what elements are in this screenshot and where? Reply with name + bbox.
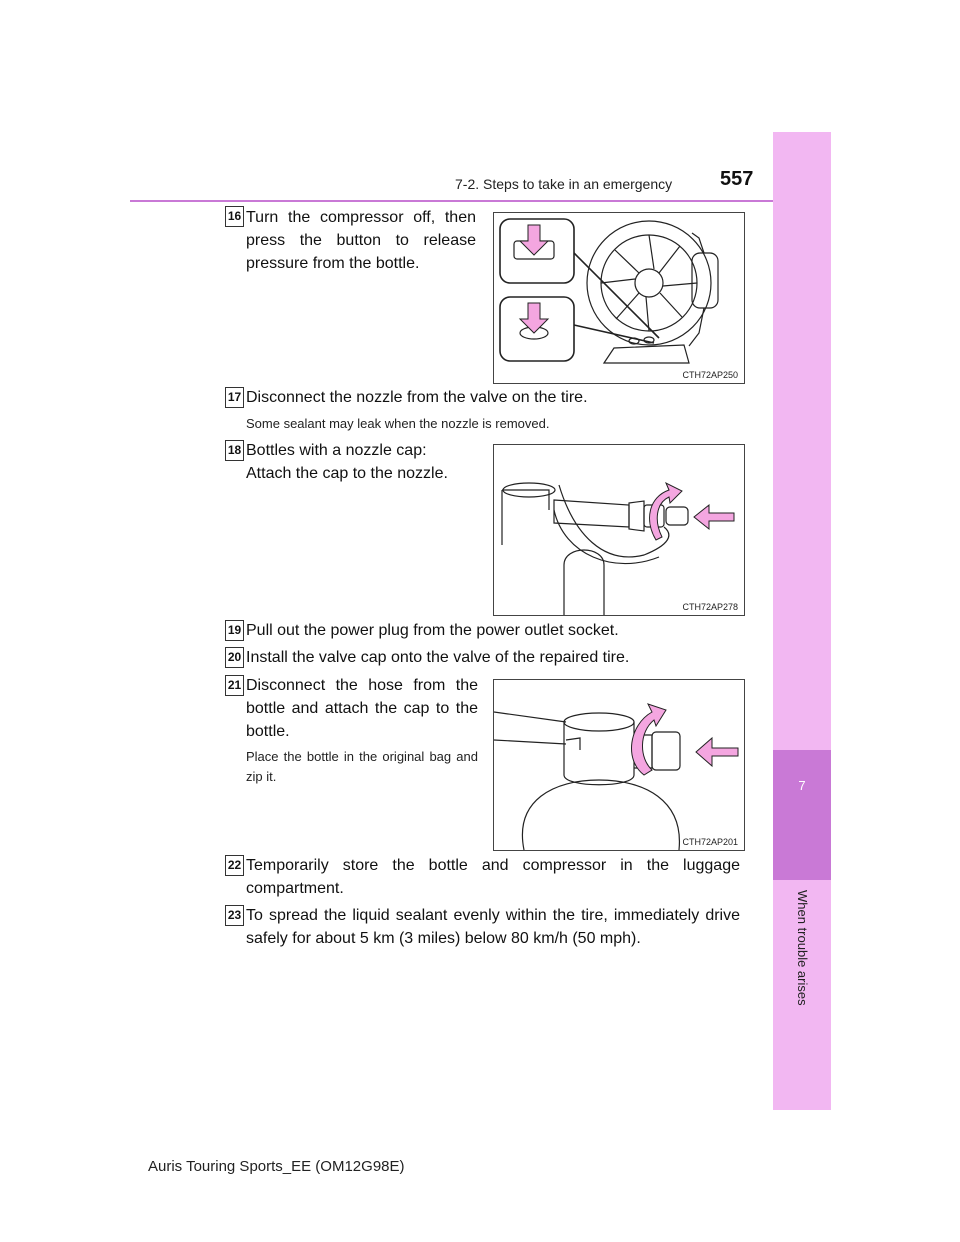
step-number-18: 18 xyxy=(225,440,244,461)
step-number-21: 21 xyxy=(225,675,244,696)
chapter-number: 7 xyxy=(798,778,806,793)
step-number-22: 22 xyxy=(225,855,244,876)
figure-code: CTH72AP201 xyxy=(682,837,738,847)
step-text-19: Pull out the power plug from the power o… xyxy=(246,622,619,639)
bottle-illustration xyxy=(493,703,739,851)
step-note-17: Some sealant may leak when the nozzle is… xyxy=(246,416,550,431)
press-arrow-upper xyxy=(518,224,550,256)
step-number-23: 23 xyxy=(225,905,244,926)
step-text-17: Disconnect the nozzle from the valve on … xyxy=(246,389,588,406)
step-text-16: Turn the compressor off, then press the … xyxy=(246,209,476,272)
figure-code: CTH72AP278 xyxy=(682,602,738,612)
chapter-number-block: 7 xyxy=(773,750,831,880)
push-arrow xyxy=(693,503,735,531)
step-text-21: Disconnect the hose from the bottle and … xyxy=(246,677,478,740)
section-title: 7-2. Steps to take in an emergency xyxy=(455,176,673,192)
figure-nozzle-cap: CTH72AP278 xyxy=(493,444,745,616)
rotate-arrow xyxy=(631,703,667,776)
chapter-title: When trouble arises xyxy=(795,890,810,1006)
page-number: 557 xyxy=(720,168,754,190)
figure-code: CTH72AP250 xyxy=(682,370,738,380)
step-text-18-line2: Attach the cap to the nozzle. xyxy=(246,465,448,482)
step-text-22: Temporarily store the bottle and compres… xyxy=(246,857,740,897)
chapter-title-vertical: When trouble arises xyxy=(773,890,831,1030)
nozzle-illustration xyxy=(501,481,735,615)
step-number-19: 19 xyxy=(225,620,244,641)
step-text-20: Install the valve cap onto the valve of … xyxy=(246,649,630,666)
step-number-20: 20 xyxy=(225,647,244,668)
figure-bottle-cap: CTH72AP201 xyxy=(493,679,745,851)
chapter-side-tab: 7 When trouble arises xyxy=(773,132,831,1110)
press-arrow-lower xyxy=(518,302,550,334)
step-number-16: 16 xyxy=(225,206,244,227)
step-number-17: 17 xyxy=(225,387,244,408)
header-rule xyxy=(130,200,830,202)
step-text-23: To spread the liquid sealant evenly with… xyxy=(246,907,740,947)
footer-manual-id: Auris Touring Sports_EE (OM12G98E) xyxy=(148,1158,405,1175)
figure-compressor-release: CTH72AP250 xyxy=(493,212,745,384)
rotate-arrow xyxy=(649,481,683,541)
compressor-illustration xyxy=(499,218,719,364)
push-arrow xyxy=(695,736,739,768)
step-note-21: Place the bottle in the original bag and… xyxy=(246,749,478,784)
step-text-18-line1: Bottles with a nozzle cap: xyxy=(246,442,427,459)
